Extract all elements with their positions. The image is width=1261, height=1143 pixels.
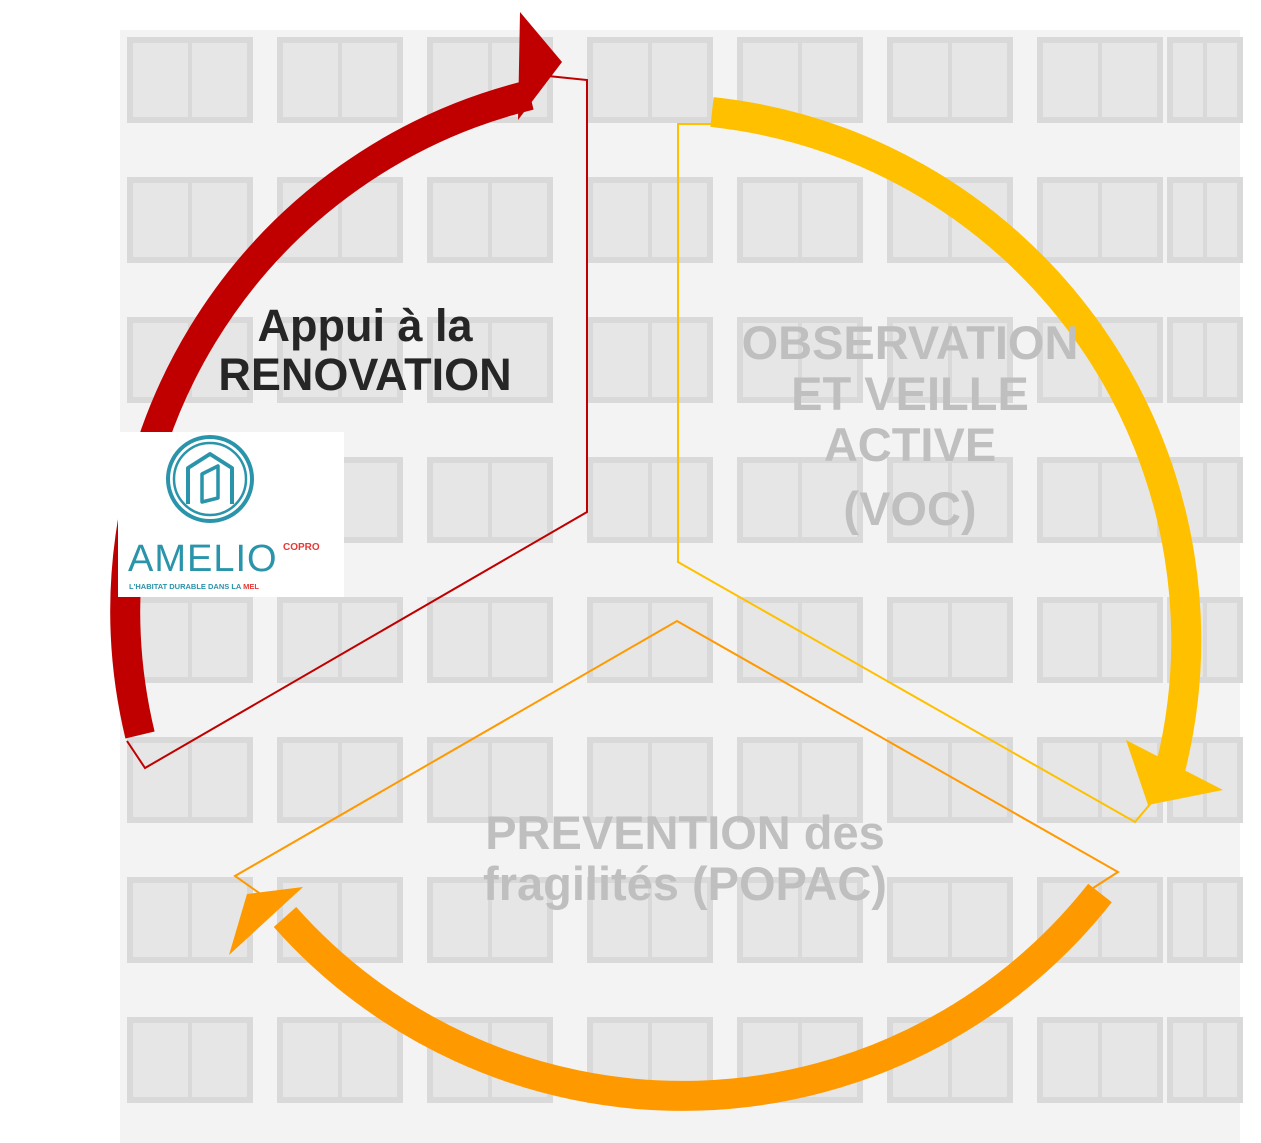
logo-tagline-accent: MEL	[243, 582, 259, 591]
logo-brand: AMELIO	[128, 538, 278, 580]
label-observation-line-2: ET VEILLE	[791, 366, 1029, 420]
label-observation-abbr: (VOC)	[843, 482, 977, 536]
center-triangle-outline	[126, 75, 1163, 896]
triangle-edge-observation	[677, 123, 1163, 824]
house-in-circle-icon	[166, 435, 254, 523]
logo-tagline: L'HABITAT DURABLE DANS LA MEL	[129, 582, 259, 591]
logo-tagline-main: L'HABITAT DURABLE DANS LA	[129, 582, 244, 591]
label-renovation-line-1: Appui à la	[257, 300, 473, 351]
triangle-edge-renovation	[126, 75, 588, 770]
logo-brand-suffix: COPRO	[283, 542, 320, 553]
amelio-copro-logo: AMELIO COPRO L'HABITAT DURABLE DANS LA M…	[118, 432, 344, 597]
arrow-renovation	[110, 80, 534, 739]
arrow-prevention	[273, 883, 1112, 1111]
arrow-observation	[710, 97, 1202, 774]
label-renovation-line-2: RENOVATION	[218, 348, 512, 400]
label-renovation: Appui à la RENOVATION	[150, 300, 580, 400]
label-prevention-line-1: PREVENTION des	[485, 806, 885, 859]
cycle-arrows	[110, 12, 1223, 1111]
label-observation: OBSERVATION ET VEILLE ACTIVE (VOC)	[690, 316, 1130, 536]
label-prevention: PREVENTION des fragilités (POPAC)	[420, 806, 950, 910]
label-prevention-line-2: fragilités (POPAC)	[483, 856, 887, 910]
triangle-edge-prevention	[233, 619, 1120, 896]
arrow-prevention-head	[229, 887, 303, 955]
label-observation-line-3: ACTIVE	[823, 417, 997, 471]
arrow-renovation-head	[518, 12, 562, 120]
arrow-observation-head	[1126, 740, 1223, 805]
label-observation-line-1: OBSERVATION	[741, 316, 1079, 369]
